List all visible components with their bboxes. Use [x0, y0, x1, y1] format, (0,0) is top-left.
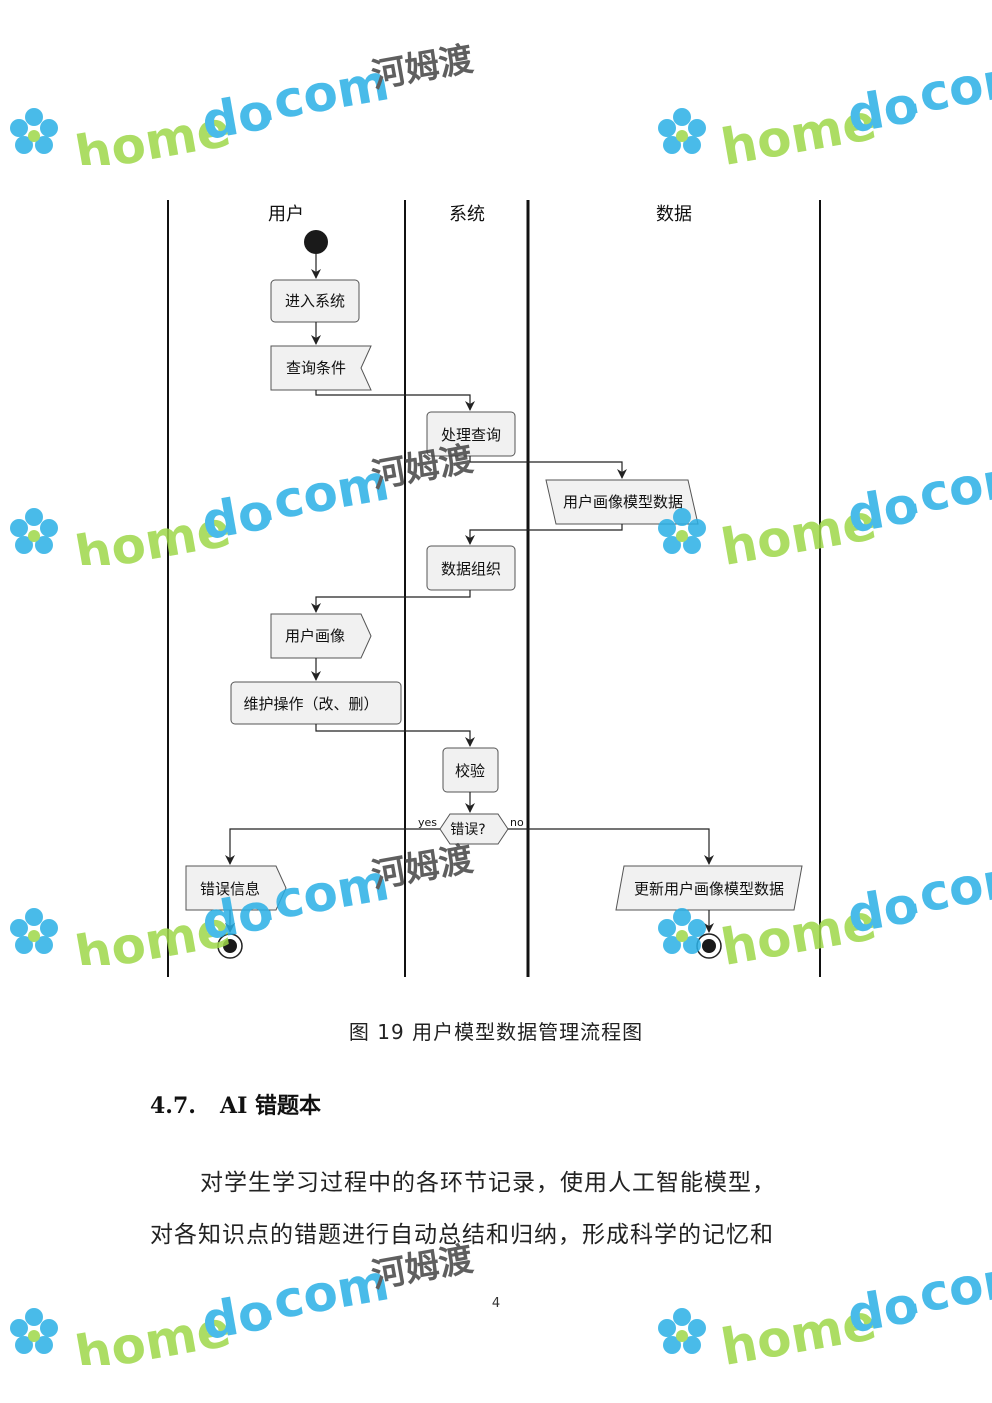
branch-yes-label: yes	[418, 816, 437, 829]
node-error-info-label: 错误信息	[200, 880, 260, 898]
svg-text:do: do	[843, 75, 922, 144]
flow-arrow-yes	[225, 828, 440, 865]
svg-text:do: do	[843, 475, 922, 544]
watermark-lower-left: home do .com 河姆渡	[0, 805, 480, 984]
flow-arrow	[469, 456, 627, 479]
node-profile-model-data-label: 用户画像模型数据	[563, 493, 683, 511]
svg-text:do: do	[843, 875, 922, 944]
lane-title-user: 用户	[268, 204, 304, 225]
lane-title-data: 数据	[656, 204, 692, 225]
start-node	[304, 230, 328, 254]
section-number: 4.7.	[150, 1093, 196, 1119]
section-heading: 4.7. AI 错题本	[150, 1088, 321, 1120]
node-maintain-label: 维护操作（改、删）	[243, 695, 378, 713]
section-title: AI 错题本	[220, 1093, 322, 1119]
svg-text:河姆渡: 河姆渡	[369, 839, 476, 896]
watermark-bottom-left: home do .com 河姆渡	[0, 1205, 480, 1384]
homedo-logo-icon: home do .com 河姆渡	[10, 839, 476, 984]
watermark-top-right: home do .com	[648, 35, 992, 179]
svg-text:do: do	[197, 882, 276, 951]
svg-text:do: do	[197, 1282, 276, 1351]
node-data-organize-label: 数据组织	[441, 560, 501, 578]
svg-text:do: do	[197, 482, 276, 551]
node-process-query	[426, 411, 516, 457]
end-node-right	[696, 933, 722, 959]
node-process-query-label: 处理查询	[441, 426, 501, 444]
end-node-left	[217, 933, 243, 959]
svg-text:do: do	[197, 82, 276, 151]
node-enter-system-label: 进入系统	[285, 292, 345, 310]
figure-caption: 图 19 用户模型数据管理流程图	[348, 1020, 644, 1044]
svg-text:.com: .com	[896, 447, 992, 528]
node-update-data-label: 更新用户画像模型数据	[634, 880, 784, 898]
watermark-bottom-right: home do .com	[648, 1235, 992, 1379]
homedo-logo-icon: home do .com	[658, 1247, 992, 1377]
watermark-lower-right: home do .com	[648, 835, 992, 979]
svg-text:do: do	[843, 1275, 922, 1344]
node-validate-label: 校验	[455, 762, 485, 780]
paragraph-line-1: 对学生学习过程中的各环节记录，使用人工智能模型，	[200, 1170, 776, 1196]
svg-text:.com: .com	[896, 1247, 992, 1328]
paragraph-line-2: 对各知识点的错题进行自动总结和归纳，形成科学的记忆和	[150, 1222, 774, 1248]
svg-text:河姆渡: 河姆渡	[369, 1239, 476, 1296]
node-data-organize	[426, 545, 516, 591]
lane-title-system: 系统	[449, 204, 485, 225]
homedo-logo-icon: home do .com 河姆渡	[10, 439, 476, 584]
homedo-logo-icon: home do .com	[658, 847, 992, 977]
svg-text:河姆渡: 河姆渡	[369, 39, 476, 96]
watermark-top-left: home do .com 河姆渡	[0, 5, 480, 184]
flow-arrow	[465, 524, 623, 545]
watermark-mid-right: home do .com	[648, 435, 992, 579]
node-update-data	[615, 865, 803, 911]
node-error-info	[185, 865, 287, 911]
node-query-condition-label: 查询条件	[286, 359, 346, 377]
flow-arrow	[311, 590, 471, 613]
node-query-condition	[270, 345, 372, 391]
activity-diagram: 用户 系统 数据 进入系统 查询条件 处理查询 用户画像模型数据 数据组织 用户…	[167, 200, 821, 977]
lane-separators	[167, 200, 821, 977]
node-user-profile	[270, 613, 372, 659]
svg-text:.com: .com	[896, 847, 992, 928]
flow-arrow	[315, 390, 475, 411]
watermark-mid-left: home do .com 河姆渡	[0, 405, 480, 584]
flow-arrow	[315, 724, 475, 747]
node-decision-label: 错误?	[450, 822, 485, 838]
node-enter-system	[270, 279, 360, 323]
page-number: 4	[491, 1296, 501, 1311]
homedo-logo-icon: home do .com 河姆渡	[10, 39, 476, 184]
homedo-logo-icon: home do .com 河姆渡	[10, 1239, 476, 1384]
flow-arrow-no	[508, 828, 714, 865]
homedo-logo-icon: home do .com	[658, 447, 992, 577]
branch-no-label: no	[510, 816, 524, 829]
svg-text:河姆渡: 河姆渡	[369, 439, 476, 496]
svg-text:.com: .com	[896, 47, 992, 128]
node-user-profile-label: 用户画像	[285, 627, 345, 645]
homedo-logo-icon: home do .com	[658, 47, 992, 177]
